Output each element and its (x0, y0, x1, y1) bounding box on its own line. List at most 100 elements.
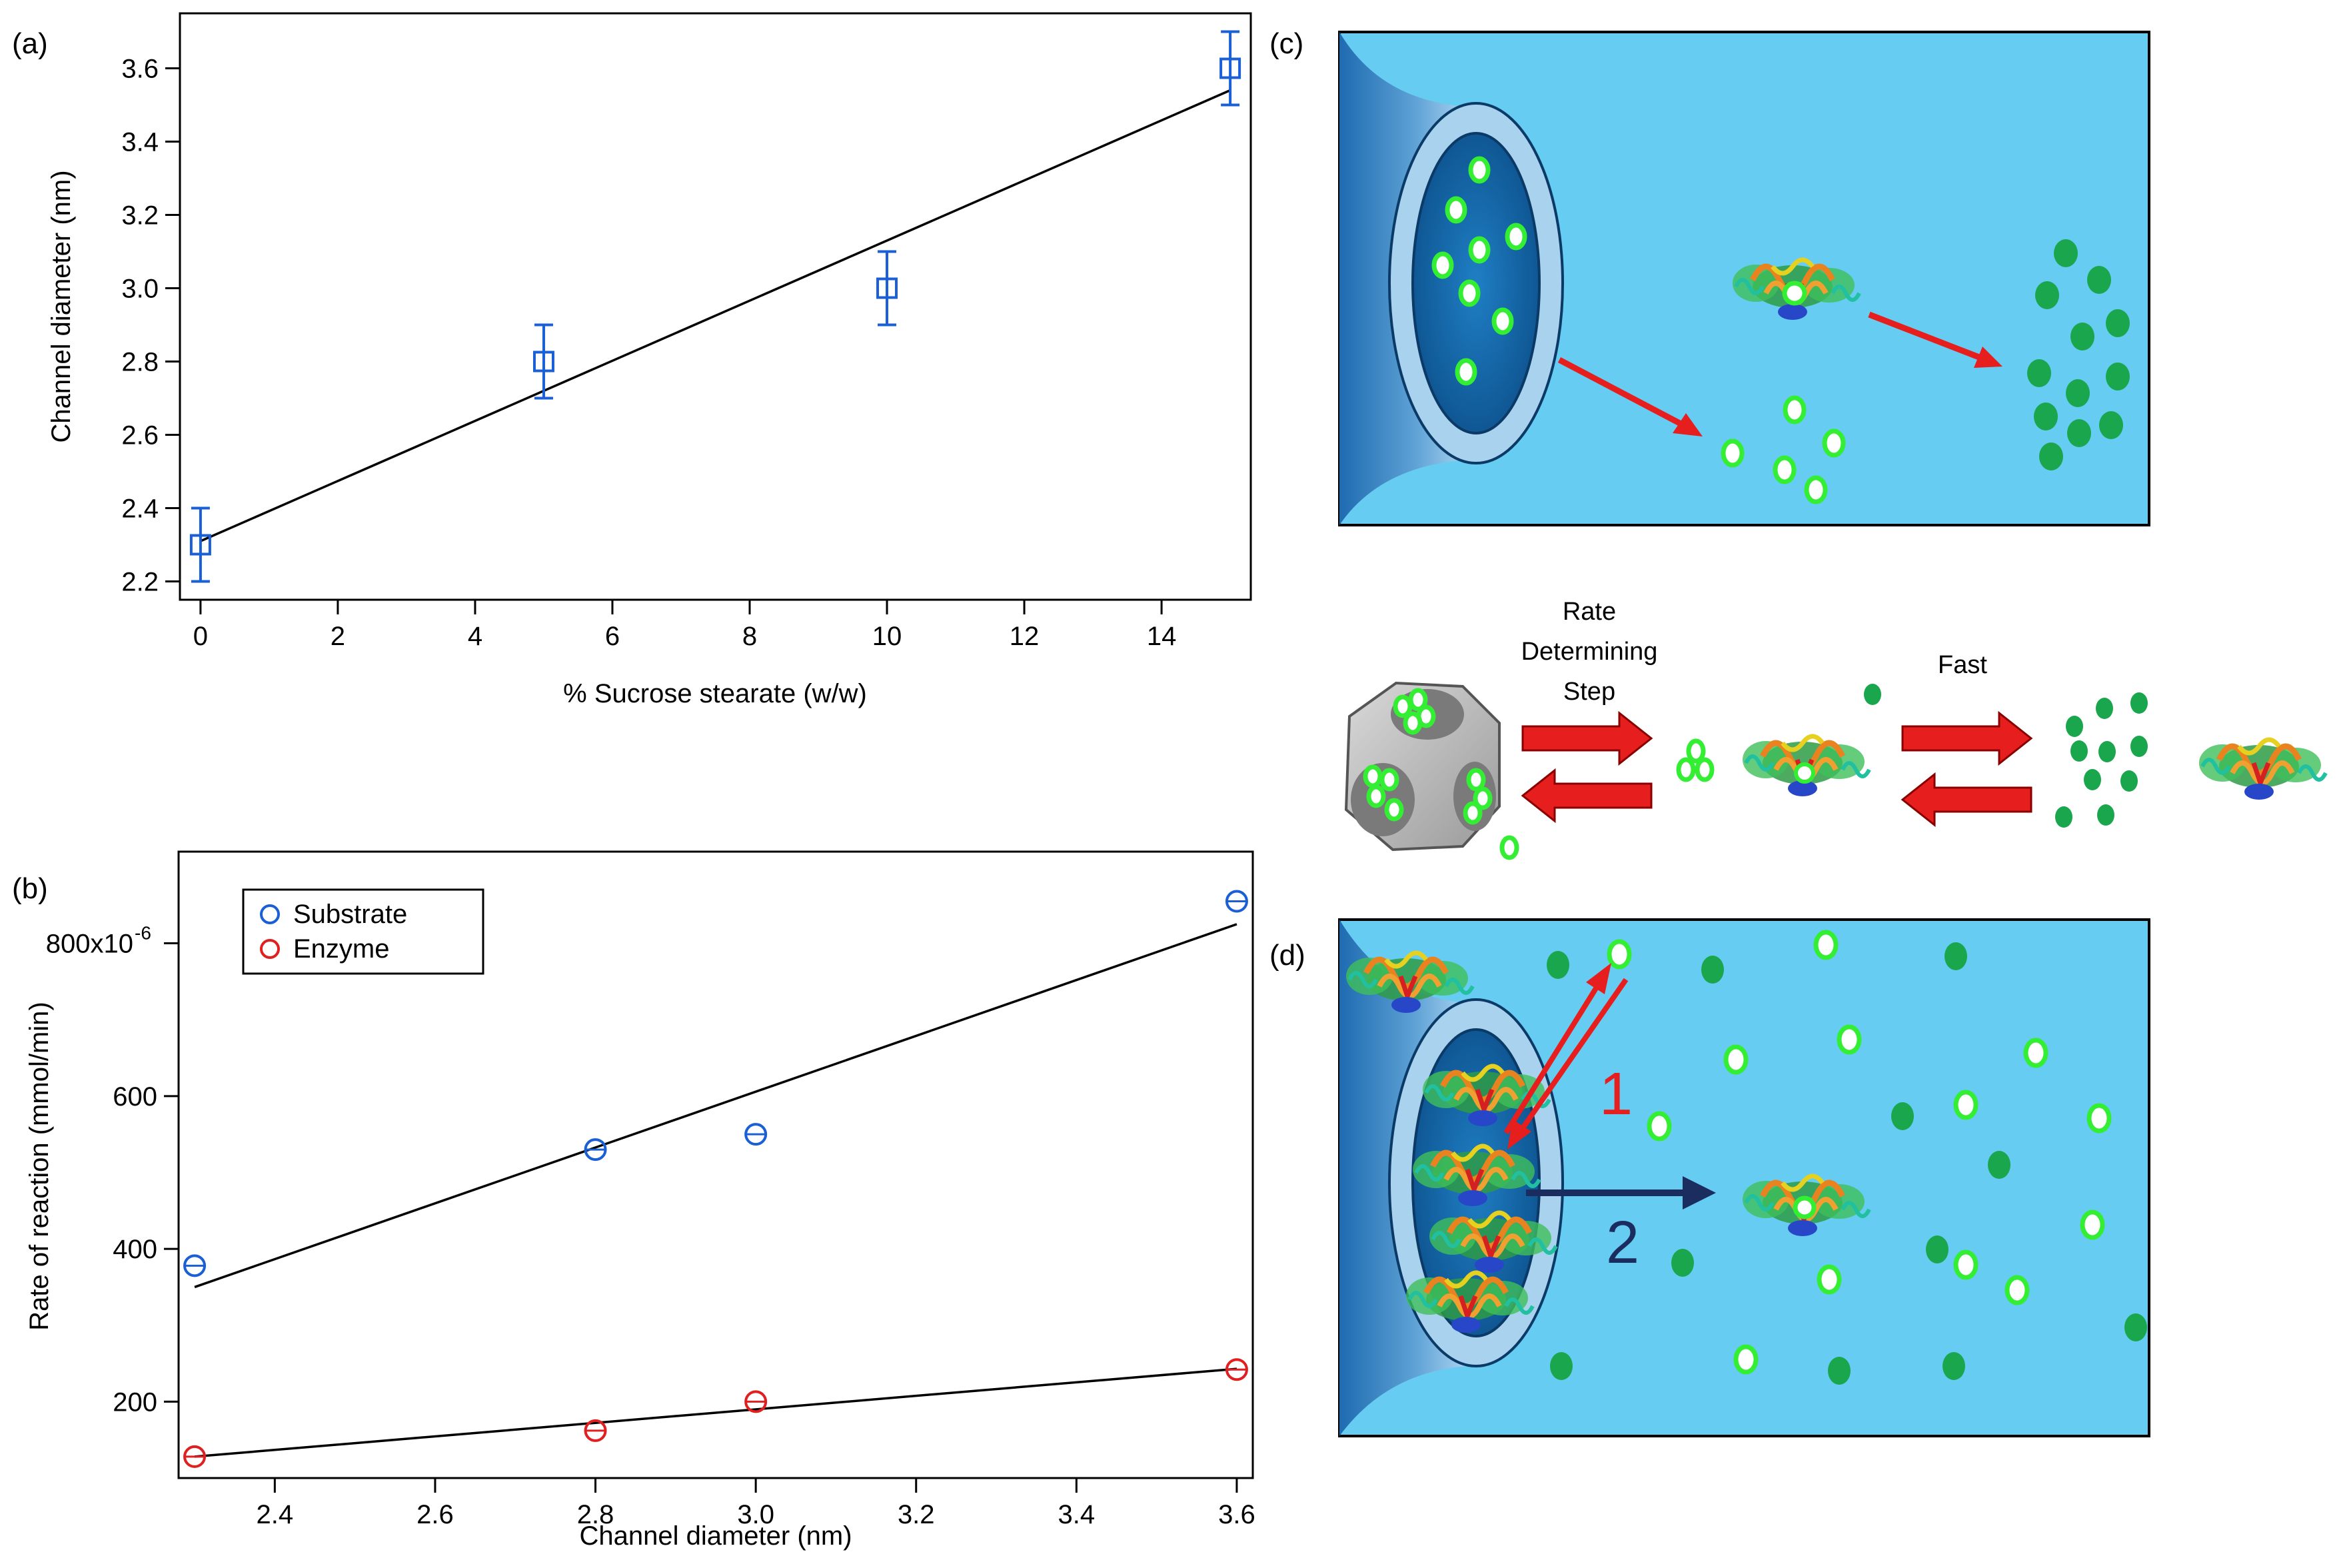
substrate-molecule (1468, 156, 1491, 184)
chart-b-y-label: Rate of reaction (mmol/min) (25, 1002, 54, 1330)
rds-label-line2: Determining (1521, 638, 1658, 666)
product-molecule (2099, 411, 2123, 439)
chartA-x-tick-label: 6 (605, 622, 620, 651)
reaction-scheme: Rate Determining Step Fast (1344, 598, 2326, 860)
substrate-molecule (1837, 1024, 1862, 1055)
product-molecule (2035, 281, 2059, 309)
chartB-y-tick-label: 600 (113, 1082, 157, 1112)
chart-a-y-ticks: 2.22.42.62.83.03.23.43.6 (121, 55, 180, 597)
product-molecule (1671, 1249, 1694, 1277)
substrate-molecule (1733, 1344, 1759, 1375)
schematic-c-arrow-release (1557, 357, 1703, 436)
substrate-molecule (1822, 428, 1846, 458)
substrate-molecule (1953, 1090, 1978, 1120)
schematic-c-arrow-conversion (1868, 311, 2002, 368)
substrate-molecule (1468, 236, 1491, 264)
chartB-x-tick-label: 3.0 (737, 1500, 774, 1529)
product-molecule (2054, 239, 2078, 267)
product-molecule (1701, 956, 1724, 984)
substrate-molecule (1813, 930, 1839, 960)
product-molecule (2106, 363, 2130, 391)
chartB-y-tick-exponent: -6 (135, 923, 151, 944)
substrate-molecule (1723, 1044, 1749, 1075)
chartA-y-tick-label: 3.2 (121, 201, 159, 231)
substrate-molecule (1384, 798, 1404, 822)
legend-label-substrate: Substrate (293, 900, 407, 929)
chartB-x-tick-label: 3.4 (1058, 1500, 1096, 1529)
chart-b-fit-lines (194, 923, 1237, 1458)
chartB-x-tick-label: 3.2 (898, 1500, 935, 1529)
substrate-molecule (1379, 768, 1399, 792)
panel-label-d: (d) (1269, 939, 1305, 972)
chartA-x-tick-label: 8 (742, 622, 757, 651)
legend-box (242, 888, 484, 975)
substrate-molecule (1676, 757, 1696, 782)
substrate-molecule (1363, 764, 1383, 788)
chartA-point (532, 351, 554, 373)
product-molecule (2130, 736, 2148, 757)
chartA-point (876, 277, 898, 299)
chartB-y-tick-label: 800x10 (46, 930, 133, 959)
chart-b-marks (183, 890, 1248, 1468)
product-molecule (1943, 1352, 1965, 1380)
chartA-x-tick-label: 0 (193, 622, 208, 651)
chart-a-frame (179, 12, 1252, 601)
scheme-products (1864, 684, 2148, 828)
fast-label: Fast (1938, 651, 1987, 679)
chartB-fit-line (194, 1367, 1237, 1458)
product-molecule (2066, 379, 2090, 407)
chartA-x-tick-label: 2 (331, 622, 345, 651)
chart-b-legend: Substrate Enzyme (242, 888, 484, 975)
schematic-c-substrate-in-pore (1431, 156, 1527, 386)
chartA-x-tick-label: 12 (1010, 622, 1040, 651)
scheme-particle-substrates (1363, 688, 1493, 825)
chartA-y-tick-label: 3.0 (121, 275, 159, 304)
substrate-molecule (2023, 1038, 2048, 1068)
substrate-molecule (1953, 1249, 1978, 1280)
substrate-molecule (1366, 784, 1386, 808)
product-molecule (2084, 769, 2101, 790)
substrate-molecule (1505, 223, 1527, 251)
schematic-c-substrate-released (1721, 395, 1846, 504)
rds-reverse-arrow (1521, 768, 1653, 824)
scheme-enzyme-2 (2199, 740, 2326, 800)
chartA-point (1219, 57, 1241, 79)
product-molecule (1550, 1352, 1573, 1380)
legend-label-enzyme: Enzyme (293, 934, 390, 964)
schematic-d: 1 2 (1338, 918, 2150, 1437)
substrate-molecule (1466, 768, 1486, 792)
chartA-y-tick-label: 2.6 (121, 421, 159, 450)
product-molecule (1945, 942, 1967, 970)
product-molecule (2055, 806, 2072, 828)
chartA-y-tick-label: 3.6 (121, 55, 159, 84)
substrate-molecule (1607, 939, 1632, 970)
chartB-fit-line (194, 923, 1237, 1289)
product-molecule (1988, 1151, 2010, 1179)
fast-forward-arrow (1901, 710, 2033, 766)
substrate-molecule (2004, 1275, 2030, 1305)
legend-marker-substrate (260, 904, 280, 924)
substrate-molecule (1773, 455, 1797, 484)
product-molecule (2130, 692, 2148, 714)
chartB-x-tick-label: 3.6 (1218, 1500, 1255, 1529)
scheme-enzyme-1-substrate (1794, 762, 1815, 784)
panel-label-c: (c) (1269, 27, 1303, 60)
product-molecule (2120, 770, 2138, 792)
schematic-c-enzyme-substrate (1782, 281, 1807, 306)
chartA-y-tick-label: 2.2 (121, 568, 159, 597)
substrate-molecule (1721, 438, 1745, 468)
chartB-x-tick-label: 2.6 (416, 1500, 454, 1529)
substrate-molecule (1463, 801, 1483, 825)
substrate-molecule (1445, 196, 1467, 224)
panel-label-a: (a) (12, 27, 48, 60)
rds-label-line3: Step (1563, 678, 1615, 706)
schematic-d-molecules (1547, 930, 2147, 1385)
chart-a-marks (189, 30, 1241, 583)
path-1-arrows (1503, 963, 1629, 1150)
substrate-molecule (1455, 358, 1477, 386)
substrate-molecule (1491, 307, 1514, 335)
